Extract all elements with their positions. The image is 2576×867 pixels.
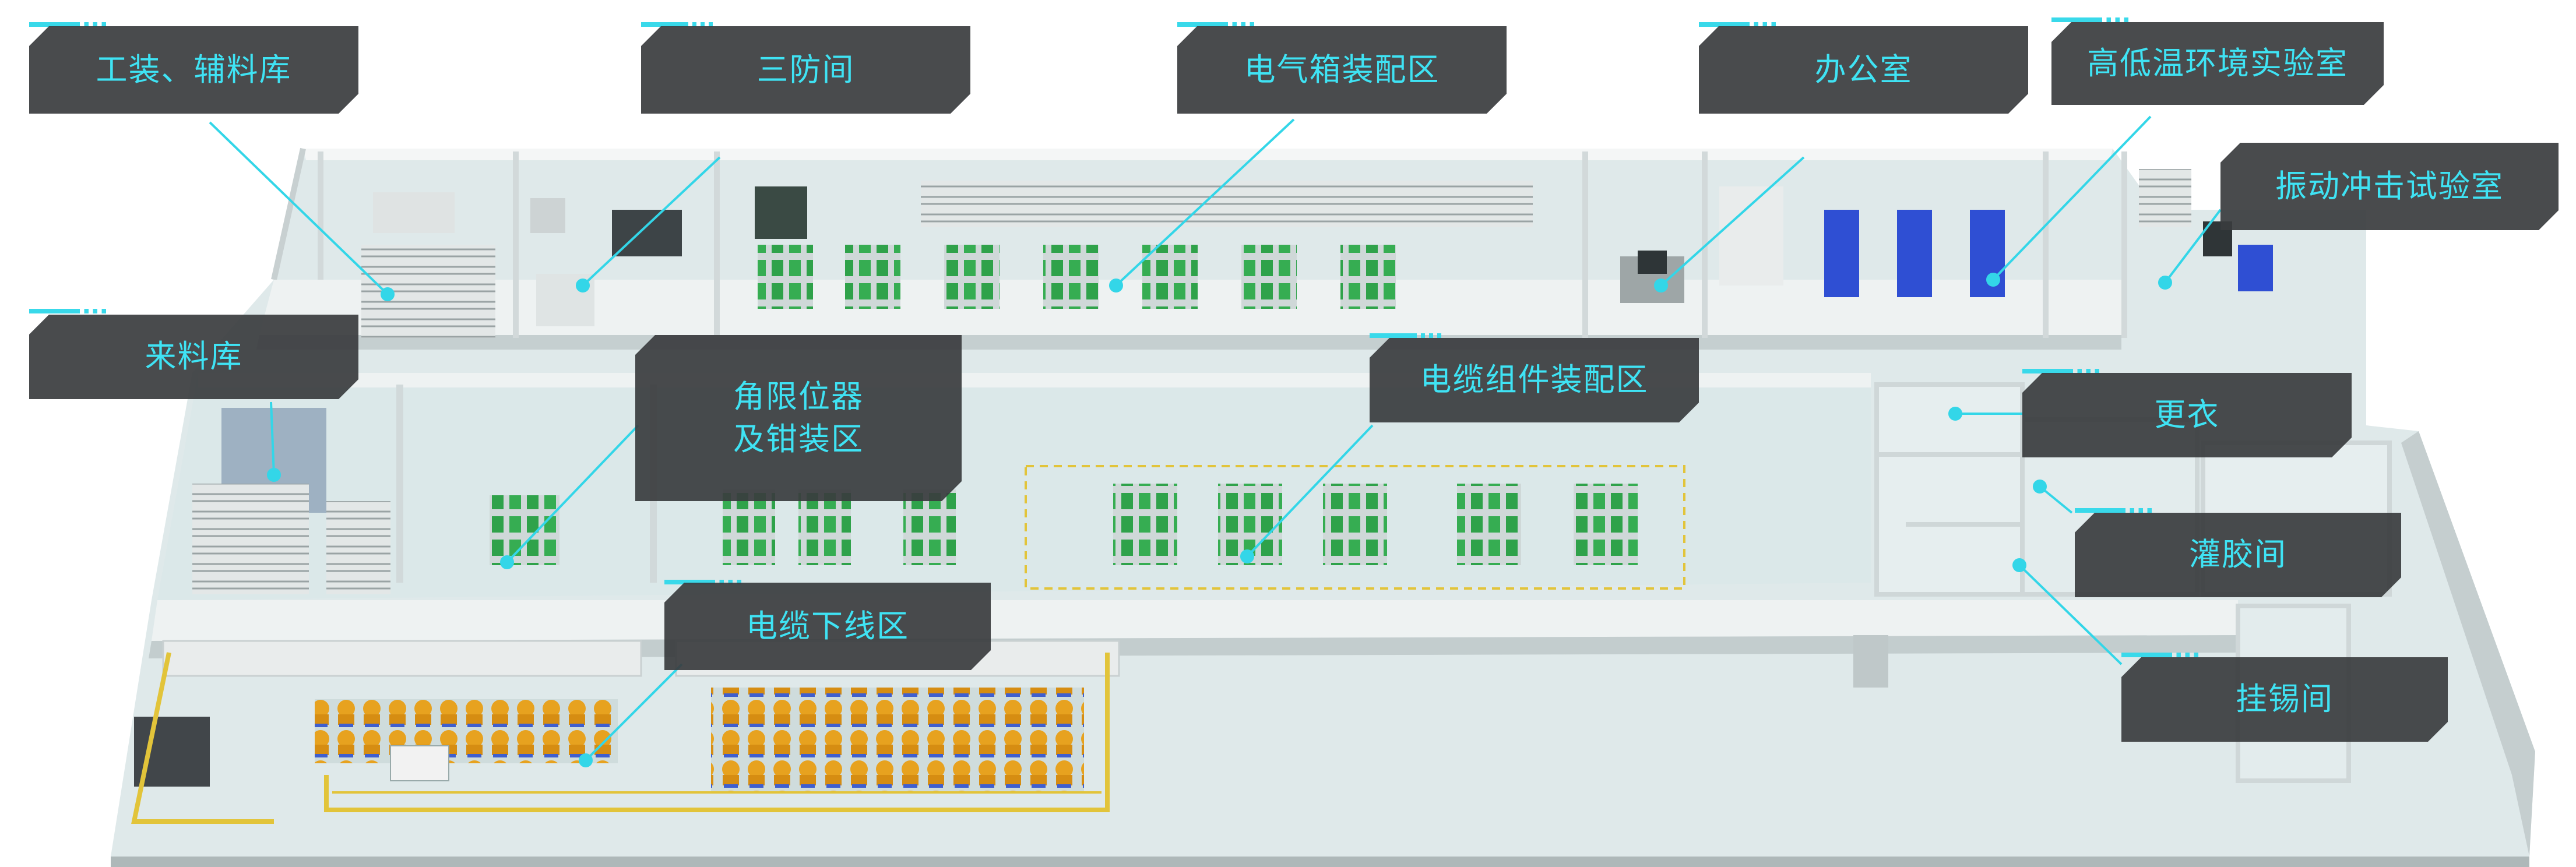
accent-bar <box>29 309 117 313</box>
label-triple-proof-room: 三防间 <box>641 26 970 114</box>
accent-bar <box>2051 17 2139 22</box>
label-potting-room: 灌胶间 <box>2075 513 2401 597</box>
accent-bar <box>1177 22 1265 27</box>
label-angle-limiter-area: 角限位器 及钳装区 <box>635 335 962 501</box>
label-vibration-lab: 振动冲击试验室 <box>2220 143 2559 230</box>
label-tinning-room: 挂锡间 <box>2121 657 2448 742</box>
leader-lines <box>209 115 2222 767</box>
accent-bar <box>2121 653 2209 657</box>
accent-bar <box>641 22 723 27</box>
label-office: 办公室 <box>1699 26 2028 114</box>
label-incoming-store: 来料库 <box>29 315 358 399</box>
accent-bar <box>1370 333 1451 338</box>
label-cable-component-assembly: 电缆组件装配区 <box>1370 338 1699 422</box>
accent-bar <box>2022 369 2110 373</box>
accent-bar <box>1699 22 1786 27</box>
accent-bar <box>664 580 752 584</box>
label-tooling-store: 工装、辅料库 <box>29 26 358 114</box>
accent-bar <box>29 22 117 27</box>
label-changing-room: 更衣 <box>2022 373 2352 457</box>
label-electrical-box-assembly: 电气箱装配区 <box>1177 26 1507 114</box>
upper-rooms <box>256 151 2273 350</box>
electrical-workbenches <box>758 245 1396 309</box>
label-cable-cutting-area: 电缆下线区 <box>664 583 991 670</box>
label-thermal-lab: 高低温环境实验室 <box>2051 22 2384 105</box>
accent-bar <box>2075 508 2162 513</box>
cable-component-benches <box>1113 484 1638 565</box>
